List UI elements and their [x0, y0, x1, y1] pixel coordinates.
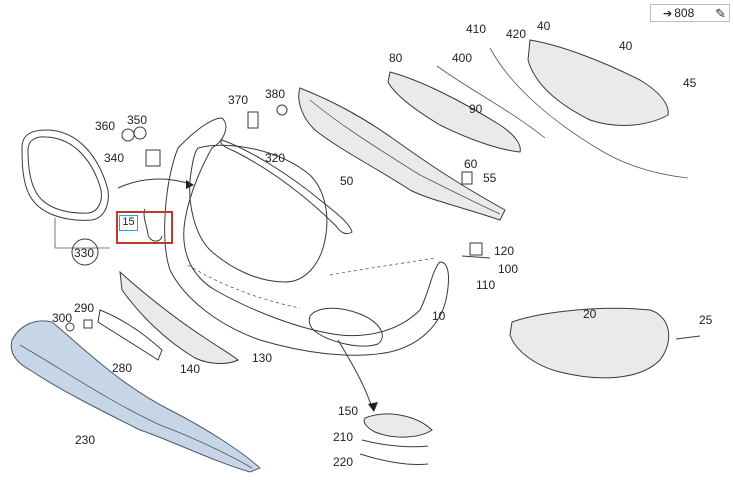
label-40-top: 40 [537, 19, 551, 33]
label-350: 350 [127, 113, 147, 127]
label-80: 80 [389, 51, 403, 65]
label-220: 220 [333, 455, 353, 469]
label-10: 10 [432, 309, 446, 323]
label-20: 20 [583, 307, 597, 321]
label-290: 290 [74, 301, 94, 315]
label-300: 300 [52, 311, 72, 325]
label-90: 90 [469, 102, 483, 116]
reference-box[interactable]: ➔ 808 ✎ [650, 4, 730, 22]
edit-icon[interactable]: ✎ [715, 6, 726, 21]
part-15-wire [143, 208, 163, 242]
label-50: 50 [340, 174, 354, 188]
label-150: 150 [338, 404, 358, 418]
part-230-spoiler [10, 320, 261, 473]
label-320: 320 [265, 151, 285, 165]
label-40: 40 [619, 39, 633, 53]
label-370: 370 [228, 93, 248, 107]
label-280: 280 [112, 361, 132, 375]
label-360: 360 [95, 119, 115, 133]
label-210: 210 [333, 430, 353, 444]
label-55: 55 [483, 171, 497, 185]
part-10-bumper [164, 117, 449, 356]
label-340: 340 [104, 151, 124, 165]
part-330-grille [21, 129, 110, 266]
label-100: 100 [498, 262, 518, 276]
reference-number: 808 [674, 6, 695, 20]
label-230: 230 [75, 433, 95, 447]
label-380: 380 [265, 87, 285, 101]
part-20-carrier [509, 307, 670, 379]
highlight-frame [116, 211, 173, 244]
label-45: 45 [683, 76, 697, 90]
label-420: 420 [506, 27, 526, 41]
label-25: 25 [699, 313, 713, 327]
label-130: 130 [252, 351, 272, 365]
arrow-grille [117, 178, 191, 189]
label-120: 120 [494, 244, 514, 258]
highlight-part-number: 15 [119, 215, 138, 231]
label-110: 110 [476, 278, 495, 292]
label-140: 140 [180, 362, 200, 376]
label-330: 330 [74, 246, 94, 260]
part-230-edge [19, 344, 253, 469]
part-50-carrier [298, 87, 506, 221]
label-400: 400 [452, 51, 472, 65]
arrow-right-icon: ➔ [663, 7, 673, 20]
label-410: 410 [466, 22, 486, 36]
label-60: 60 [464, 157, 478, 171]
